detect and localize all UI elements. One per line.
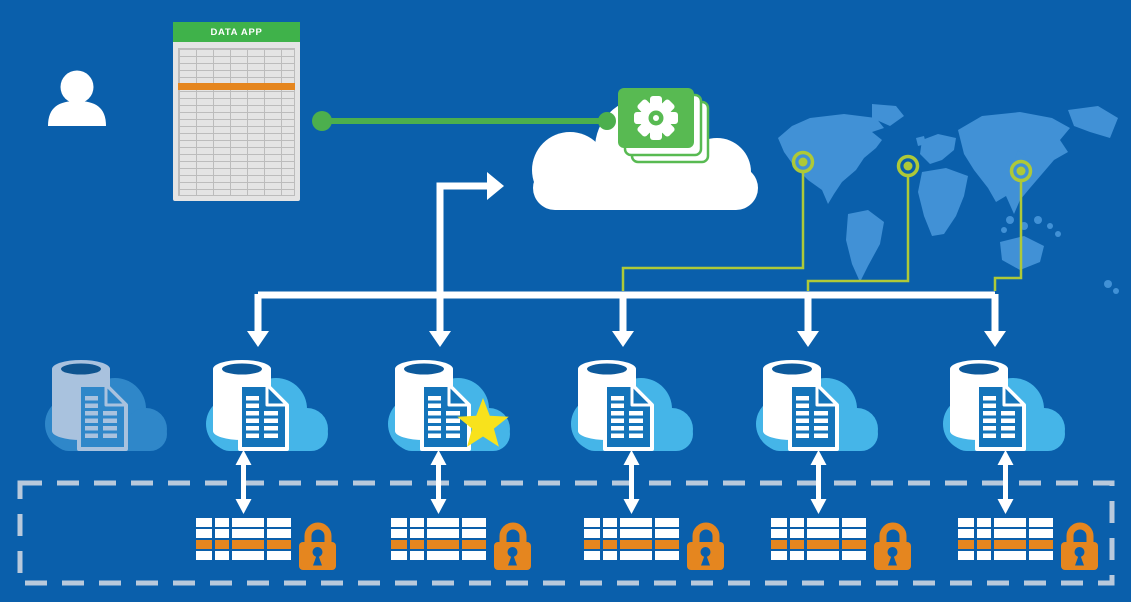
gear-icon <box>634 96 678 140</box>
down-arrow-2 <box>429 294 451 347</box>
marker-leader-lines <box>621 172 1023 291</box>
user-icon <box>48 70 106 126</box>
down-arrow-3 <box>612 294 634 347</box>
down-arrow-1 <box>247 294 269 347</box>
secure-zone-border <box>17 480 1115 586</box>
map-marker-icon-1 <box>791 150 815 174</box>
data-app-spreadsheet: DATA APP <box>173 22 300 201</box>
arrowhead-to-cloud <box>487 172 504 200</box>
distribution-arrows <box>247 172 1006 347</box>
data-app-title-bar: DATA APP <box>173 22 300 42</box>
spreadsheet-grid <box>178 48 295 196</box>
map-markers <box>791 150 1033 183</box>
cloud-app <box>532 88 758 210</box>
highlighted-row <box>178 83 295 90</box>
down-arrow-4 <box>797 294 819 347</box>
map-marker-icon-2 <box>896 154 920 178</box>
data-app-label: DATA APP <box>210 26 263 38</box>
sheet-to-cloud-connector <box>312 111 616 131</box>
down-arrow-5 <box>984 294 1006 347</box>
map-marker-icon-3 <box>1009 159 1033 183</box>
